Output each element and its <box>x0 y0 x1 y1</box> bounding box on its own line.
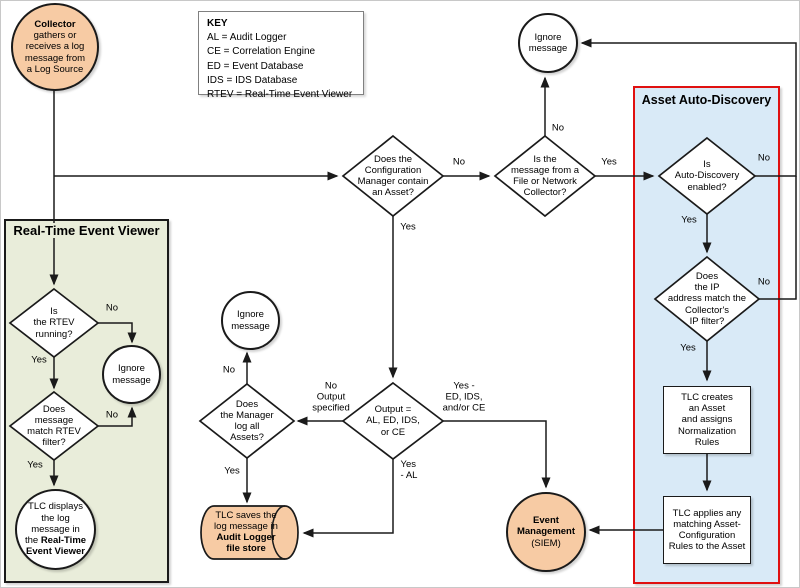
diamond-message-matches-rtev-filter <box>8 390 100 462</box>
edge-label-yes-ed-ids-ce: Yes - ED, IDS, and/or CE <box>442 380 486 414</box>
region-title-rtev: Real-Time Event Viewer <box>7 223 166 238</box>
connector-ip-no-to-rail <box>759 176 797 300</box>
label-file-or-network-collector: Is the message from a File or Network Co… <box>510 153 580 199</box>
edge-label-running-no: No <box>105 302 119 314</box>
edge-label-file-no: No <box>551 122 565 134</box>
label-rtev-running: Is the RTEV running? <box>33 306 75 340</box>
edge-label-mgr-yes: Yes <box>224 465 240 477</box>
node-event-management-siem: Event Management (SIEM) <box>506 492 586 572</box>
edge-label-ip-no: No <box>757 276 771 288</box>
key-entry: AL = Audit Logger <box>207 32 287 44</box>
edge-label-yes-al: Yes - AL <box>400 458 418 481</box>
key-entry: RTEV = Real-Time Event Viewer <box>207 88 353 100</box>
region-title-asset-auto-discovery: Asset Auto-Discovery <box>641 93 772 107</box>
edge-label-ad-no: No <box>757 152 771 164</box>
diamond-ip-matches-filter <box>653 255 761 343</box>
key-entry: CE = Correlation Engine <box>207 46 316 58</box>
diamond-auto-discovery-enabled <box>657 136 757 216</box>
label-output-destination: Output = AL, ED, IDS, or CE <box>366 404 420 438</box>
node-ignore-message-middle: Ignore message <box>221 291 280 350</box>
label-message-matches-rtev-filter: Does message match RTEV filter? <box>27 403 81 449</box>
diamond-manager-logs-all-assets <box>198 382 296 460</box>
connector-output-yes-to-event-mgmt <box>443 420 551 489</box>
key-title: KEY <box>207 18 228 29</box>
key-entry: IDS = IDS Database <box>207 74 298 86</box>
label-cfg-manager-contains-asset: Does the Configuration Manager contain a… <box>357 153 429 199</box>
node-audit-logger-file-store: TLC saves the log message in Audit Logge… <box>214 509 278 555</box>
key-legend: KEY AL = Audit Logger CE = Correlation E… <box>198 11 364 100</box>
diamond-cfg-manager-contains-asset <box>341 134 445 218</box>
cylinder-rim <box>271 505 286 560</box>
edge-label-mgr-no: No <box>222 364 236 376</box>
audit-logger-cylinder <box>200 505 299 560</box>
node-tlc-creates-asset: TLC creates an Asset and assigns Normali… <box>663 386 751 454</box>
edge-label-running-yes: Yes <box>31 354 47 366</box>
label-auto-discovery-enabled: Is Auto-Discovery enabled? <box>674 159 740 193</box>
edge-label-cfg-no: No <box>452 156 466 168</box>
edge-label-filter-no: No <box>105 409 119 421</box>
diamond-file-or-network-collector <box>493 134 597 218</box>
diamond-rtev-running <box>8 287 100 359</box>
edge-label-ip-yes: Yes <box>680 342 696 354</box>
connector-ad-no-to-ignore-top <box>580 38 797 177</box>
connector-filter-no-to-ignore <box>98 406 137 427</box>
edge-label-filter-yes: Yes <box>27 459 43 471</box>
diamond-output-destination <box>341 381 445 461</box>
node-ignore-message-top: Ignore message <box>518 13 578 73</box>
label-manager-logs-all-assets: Does the Manager log all Assets? <box>220 398 274 444</box>
connectors <box>49 38 797 538</box>
edge-label-cfg-yes: Yes <box>400 221 416 233</box>
node-ignore-message-rtev: Ignore message <box>102 345 161 404</box>
key-entry: ED = Event Database <box>207 60 304 72</box>
edge-label-no-output-specified: No Output specified <box>312 380 350 414</box>
edge-label-file-yes: Yes <box>601 156 617 168</box>
node-tlc-applies-rules: TLC applies any matching Asset- Configur… <box>663 496 751 564</box>
connector-output-al-to-audit <box>302 459 394 538</box>
connector-running-no-to-ignore <box>98 322 137 344</box>
node-tlc-displays-message: TLC displays the log message in the Real… <box>15 489 96 570</box>
decision-diamonds <box>8 134 761 462</box>
edge-label-ad-yes: Yes <box>681 214 697 226</box>
label-ip-matches-filter: Does the IP address match the Collector'… <box>667 270 747 327</box>
node-collector: Collector gathers or receives a log mess… <box>11 3 99 91</box>
